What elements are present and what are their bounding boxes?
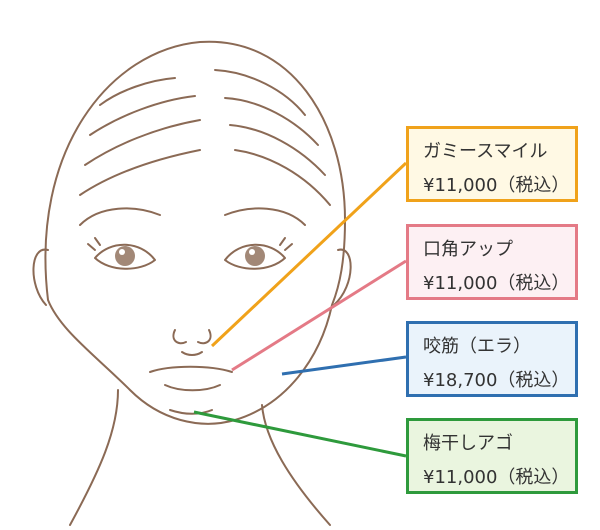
mouth [149, 365, 233, 373]
masseter-line [281, 355, 407, 376]
right-ear [333, 248, 352, 306]
left-eye [94, 243, 156, 270]
neck-left [69, 389, 119, 526]
neck-right [261, 404, 331, 526]
label-name: 梅干しアゴ [423, 433, 513, 454]
label-price: ¥11,000（税込） [423, 175, 570, 196]
head-outline [44, 40, 346, 425]
label-name: 口角アップ [423, 239, 513, 260]
mouth-corner-box: 口角アップ ¥11,000（税込） [406, 224, 578, 300]
right-pupil [245, 246, 265, 266]
nose [172, 329, 212, 345]
mouth-line [231, 259, 407, 372]
chin-line [193, 410, 407, 458]
chin-box: 梅干しアゴ ¥11,000（税込） [406, 418, 578, 494]
left-pupil [115, 246, 135, 266]
right-eyebrow [224, 207, 306, 226]
gummy-smile-box: ガミースマイル ¥11,000（税込） [406, 126, 578, 202]
label-price: ¥18,700（税込） [423, 370, 570, 391]
label-price: ¥11,000（税込） [423, 273, 570, 294]
label-name: ガミースマイル [423, 141, 548, 162]
masseter-box: 咬筋（エラ） ¥18,700（税込） [406, 321, 578, 397]
label-name: 咬筋（エラ） [423, 336, 531, 357]
left-ear [32, 248, 49, 306]
label-price: ¥11,000（税込） [423, 467, 570, 488]
right-eye [224, 243, 286, 270]
gummy-line [210, 161, 408, 348]
left-eyebrow [79, 207, 161, 226]
